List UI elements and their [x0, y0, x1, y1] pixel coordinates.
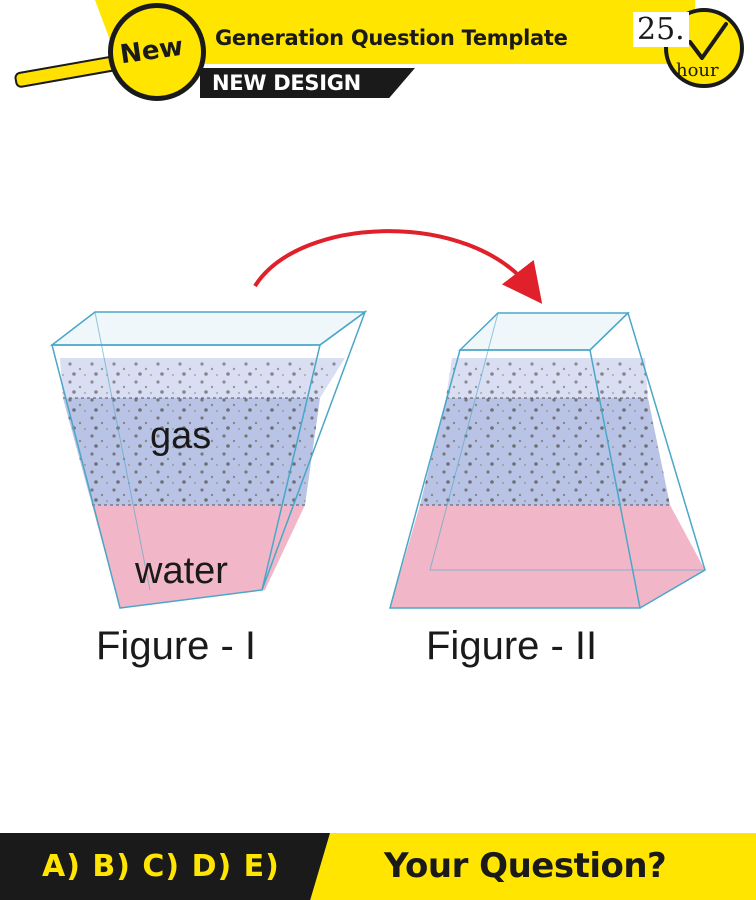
clock-number: 25. — [633, 12, 689, 47]
header-subtitle: NEW DESIGN — [212, 71, 361, 95]
gas-upper-bubbles-2 — [446, 358, 648, 398]
transition-arrow — [253, 229, 543, 304]
container-back-edge — [94, 311, 151, 591]
figure-1-container — [49, 309, 368, 609]
clock-unit: hour — [676, 60, 719, 81]
water-layer — [92, 505, 305, 608]
figure-1-caption: Figure - I — [96, 624, 257, 668]
gas-label: gas — [150, 415, 212, 457]
footer-answers-band — [0, 833, 330, 900]
container-top-rim-2 — [458, 312, 630, 351]
figure-2-container — [389, 311, 706, 609]
figure-2-caption: Figure - II — [426, 624, 598, 668]
container-side-edge-2 — [589, 311, 706, 609]
gas-bubbles-2 — [420, 398, 670, 505]
gas-upper-bubbles — [60, 358, 345, 398]
container-side-edge — [261, 309, 367, 591]
gas-bubbles — [63, 398, 320, 505]
container-top-rim — [49, 311, 368, 346]
subtitle-band — [200, 68, 415, 98]
water-label: water — [135, 550, 228, 592]
container-back-edges-2 — [429, 312, 705, 571]
checkmark-icon — [688, 22, 728, 60]
header-title: Generation Question Template — [215, 26, 568, 50]
magnifier-icon — [108, 3, 206, 101]
question-prompt: Your Question? — [384, 846, 667, 886]
water-layer-2 — [390, 505, 705, 608]
answer-options: A) B) C) D) E) — [42, 849, 280, 884]
